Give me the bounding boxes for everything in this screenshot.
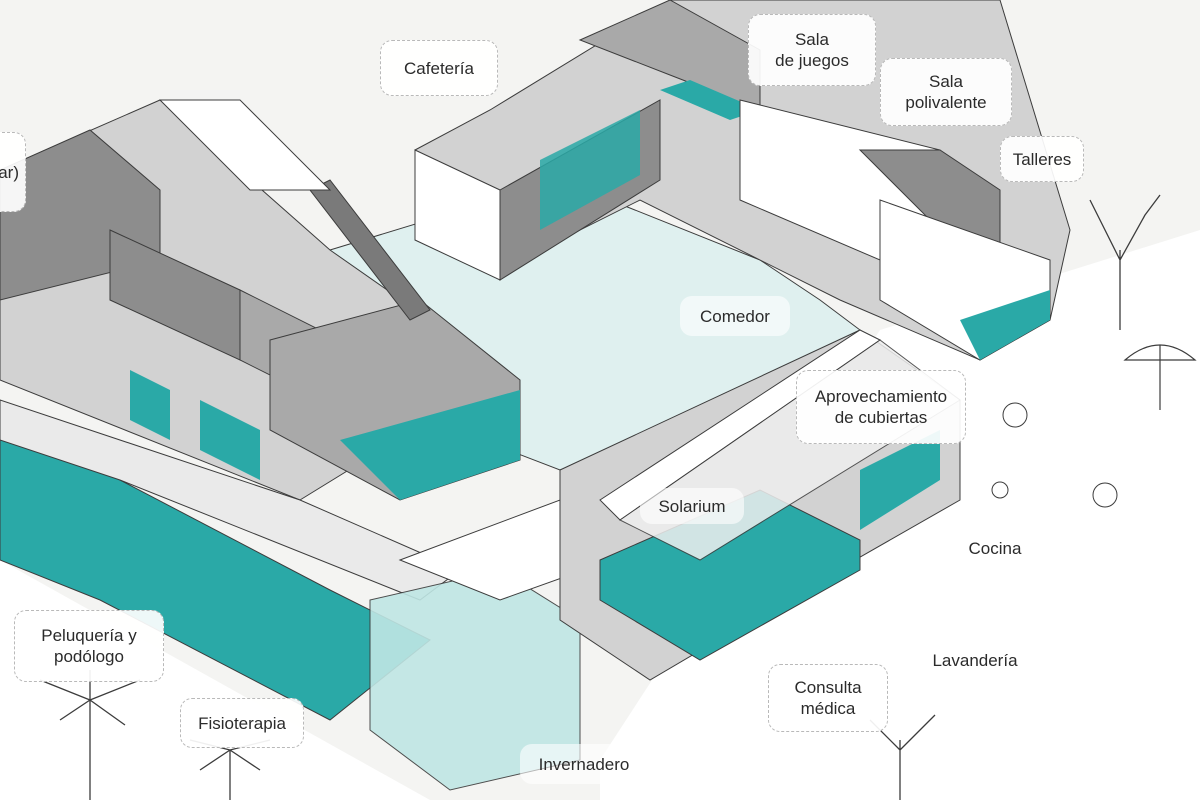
- living-room-floor: [340, 390, 520, 500]
- label-solarium: Solarium: [640, 488, 744, 524]
- roof-terrace: [158, 99, 332, 191]
- outdoor-table: [1092, 482, 1118, 508]
- label-aprovechamiento: Aprovechamiento de cubiertas: [796, 370, 966, 444]
- label-invernadero: Invernadero: [520, 744, 648, 784]
- west-door-2: [200, 400, 260, 480]
- label-cafeteria: Cafetería: [380, 40, 498, 96]
- palm-tree-left: [39, 670, 141, 800]
- label-fisioterapia: Fisioterapia: [180, 698, 304, 748]
- outdoor-table: [1002, 402, 1028, 428]
- umbrella-icon: [1123, 344, 1197, 410]
- label-sala-polivalente: Sala polivalente: [880, 58, 1012, 126]
- label-peluqueria-podologo: Peluquería y podólogo: [14, 610, 164, 682]
- cafeteria-counter: [540, 110, 640, 230]
- outdoor-table: [991, 481, 1009, 499]
- talleres-floor: [960, 290, 1050, 360]
- cocina-floor: [860, 430, 940, 530]
- label-talleres: Talleres: [1000, 136, 1084, 182]
- label-consulta-medica: Consulta médica: [768, 664, 888, 732]
- label-cocina: Cocina: [950, 530, 1040, 566]
- label-lavanderia: Lavandería: [920, 640, 1030, 680]
- games-room-floor: [660, 80, 760, 120]
- label-comedor: Comedor: [680, 296, 790, 336]
- label-cut-off-left: ar): [0, 132, 26, 212]
- label-sala-juegos: Sala de juegos: [748, 14, 876, 86]
- tree-right: [1089, 194, 1161, 330]
- west-door: [130, 370, 170, 440]
